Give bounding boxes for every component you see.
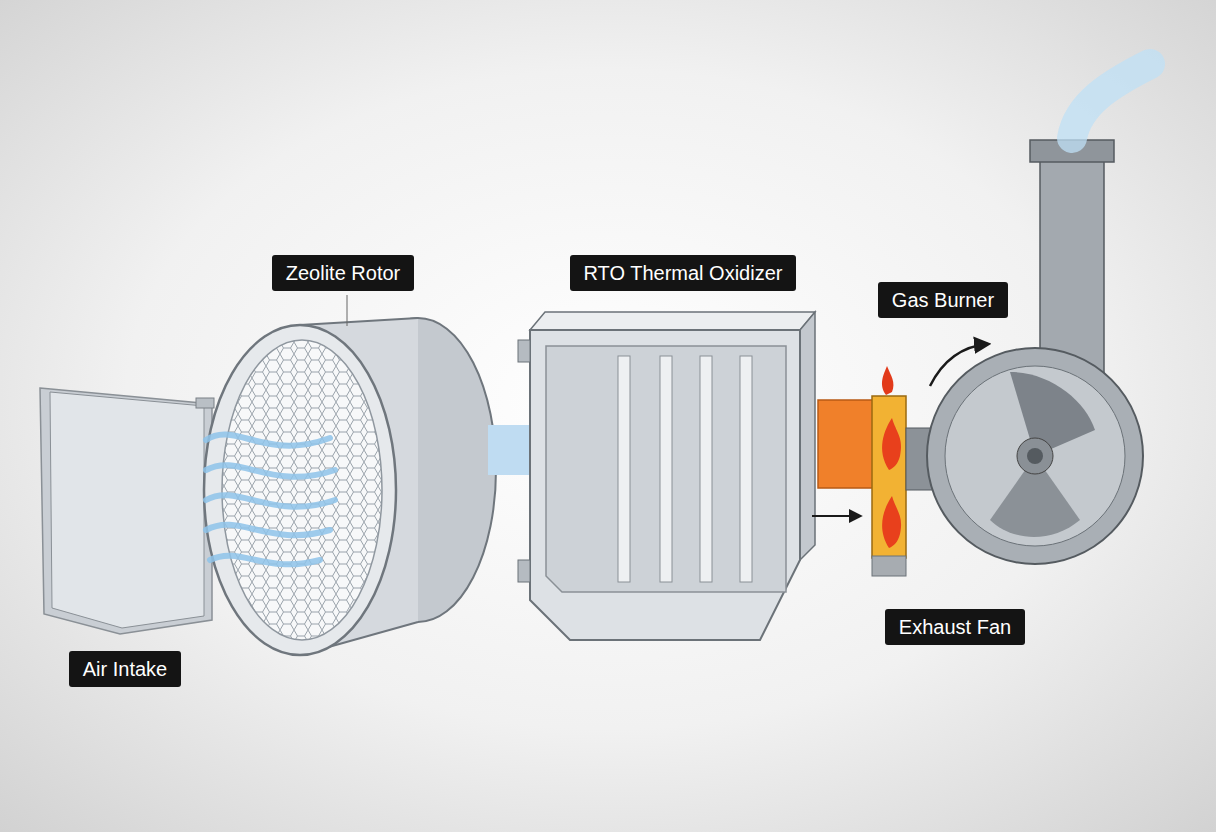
label-anchor: RTO Thermal Oxidizer (570, 255, 797, 291)
label-anchor: Gas Burner (878, 282, 1008, 318)
fan-hub (1017, 438, 1053, 474)
burner-nozzle (872, 556, 906, 576)
pilot-flame (882, 366, 893, 395)
rto-flange (518, 340, 530, 362)
air-flow-stream (206, 465, 335, 477)
fan-housing-inner (945, 366, 1125, 546)
rto-baffle (660, 356, 672, 582)
air-flow-stream (210, 556, 320, 565)
part-name: RTO Thermal Oxidizer (570, 255, 797, 291)
label-anchor: Zeolite Rotor (272, 255, 415, 291)
intake-panel (50, 392, 204, 628)
clean-air-plume (1072, 64, 1150, 138)
air-flow-stream (206, 434, 330, 445)
rto-flange (518, 560, 530, 582)
rotor-front-ring (204, 325, 396, 655)
part-name: Gas Burner (878, 282, 1008, 318)
part-name: Zeolite Rotor (272, 255, 415, 291)
rto-chamber (546, 346, 786, 592)
rto-baffle (618, 356, 630, 582)
rto-side (800, 312, 815, 560)
rto-front (530, 330, 800, 640)
part-name: Exhaust Fan (885, 609, 1025, 645)
flame (882, 418, 901, 470)
rotation-arrow (930, 344, 988, 386)
intake-clip (196, 398, 214, 408)
rto-baffle (740, 356, 752, 582)
burner-tube (872, 396, 906, 558)
rto-baffle (700, 356, 712, 582)
label-anchor: Exhaust Fan (885, 609, 1025, 645)
leader-line (347, 295, 348, 326)
rto-top (530, 312, 815, 330)
label-anchor: Air Intake (69, 651, 181, 687)
flame (882, 496, 901, 548)
air-flow-stream (206, 495, 335, 507)
air-duct (488, 425, 536, 475)
rotor-edge (300, 318, 418, 325)
fan-shaft (1027, 448, 1043, 464)
intake-panel-edge (40, 388, 212, 634)
fan-housing (927, 348, 1143, 564)
air-flow-stream (206, 525, 330, 535)
air-flow (206, 434, 335, 564)
part-name: Air Intake (69, 651, 181, 687)
zeolite-honeycomb (222, 340, 382, 640)
burner-housing (818, 400, 874, 488)
fuel-arrow (812, 515, 860, 517)
